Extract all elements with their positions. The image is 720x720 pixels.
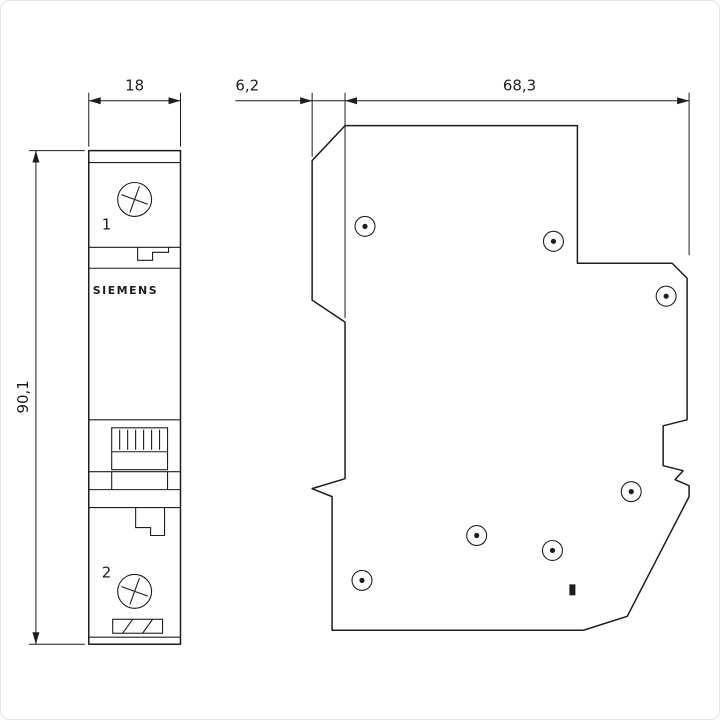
rivet-mark: [354, 215, 376, 237]
dimension-toggle-offset: 6,2: [235, 77, 346, 319]
rivet-ring: [542, 230, 564, 252]
dimension-height: 90,1: [14, 150, 85, 645]
bottom-clip: [112, 618, 164, 634]
dimension-depth: 68,3: [345, 77, 690, 256]
rivet-center: [550, 238, 557, 244]
rivet-mark: [351, 569, 373, 591]
rivet-ring: [541, 539, 563, 561]
screw-cross-icon: [121, 186, 148, 213]
rivet-center: [359, 577, 365, 583]
arrow-left-icon: [345, 97, 358, 105]
rivet-ring: [351, 569, 373, 591]
arrow-right-icon: [168, 97, 181, 105]
rivet-mark: [655, 285, 677, 307]
rivet-mark: [466, 524, 488, 547]
rivet-center: [663, 293, 669, 299]
offset-extension-lines: [311, 92, 346, 319]
width-dimension-label: 18: [125, 77, 144, 95]
toggle-switch: [111, 427, 169, 490]
lower-tab: [135, 507, 166, 537]
screw-terminal-2: [117, 573, 153, 609]
dimension-width: 18: [88, 77, 181, 147]
screw-head-circle: [117, 573, 153, 609]
screw-cross-icon: [121, 578, 148, 605]
upper-tab: [137, 247, 170, 261]
rivet-mark: [620, 481, 642, 503]
depth-dimension-label: 68,3: [503, 77, 536, 95]
side-view-outline: [311, 124, 690, 631]
arrow-down-icon: [32, 632, 40, 645]
rivet-center: [474, 532, 480, 539]
toggle-body: [111, 427, 169, 471]
rivet-center: [549, 547, 556, 554]
rivet-center: [362, 223, 368, 229]
front-view-outline: [88, 149, 182, 645]
arrow-up-icon: [32, 150, 40, 163]
screw-head-circle: [117, 181, 153, 217]
offset-dimension-label: 6,2: [235, 77, 259, 95]
toggle-frame-lines: [111, 471, 169, 490]
toggle-grip-ridges: [111, 429, 168, 453]
arrow-left-icon: [88, 97, 101, 105]
terminal-1-label: 1: [102, 215, 112, 233]
rivet-ring: [655, 285, 677, 307]
rivet-ring: [354, 215, 376, 237]
edge-mark: [569, 584, 576, 596]
rivet-ring: [466, 524, 488, 547]
terminal-2-label: 2: [102, 563, 112, 581]
rivet-ring: [620, 481, 642, 503]
bottom-clip-hatch: [122, 618, 154, 634]
width-extension-lines: [88, 92, 181, 147]
arrow-right-icon: [677, 97, 690, 105]
bottom-clip-body: [112, 618, 164, 634]
rivet-center: [628, 489, 634, 495]
height-extension-lines: [28, 150, 85, 645]
front-view-internal-lines: [88, 162, 181, 638]
rivet-mark: [541, 539, 563, 561]
arrow-right-icon: [300, 97, 313, 105]
height-dimension-label: 90,1: [14, 380, 32, 413]
side-view: [311, 124, 690, 631]
brand-label: SIEMENS: [93, 284, 158, 297]
screw-terminal-1: [117, 181, 153, 217]
front-view: 1 SIEMENS 2: [88, 149, 182, 645]
rivet-mark: [542, 230, 564, 252]
